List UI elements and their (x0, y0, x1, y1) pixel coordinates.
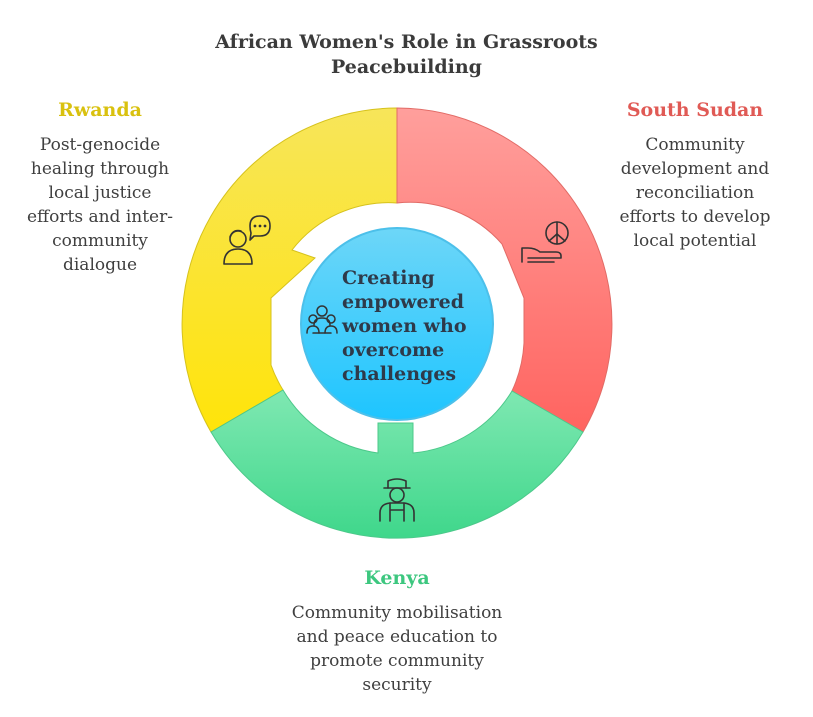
kenya-line-2: and peace education to (296, 627, 498, 647)
rwanda-heading: Rwanda (58, 99, 142, 121)
kenya-line-4: security (362, 675, 432, 695)
rwanda-line-4: efforts and inter- (27, 207, 173, 227)
rwanda-line-6: dialogue (62, 255, 138, 275)
center-line-1: Creating (342, 267, 435, 289)
center-line-3: women who (342, 315, 467, 337)
farmer-woman-icon (379, 478, 415, 522)
kenya-line-3: promote community (310, 651, 484, 671)
south-sudan-description: Community development and reconciliation… (605, 133, 785, 253)
center-line-4: overcome (342, 339, 445, 361)
south-sudan-line-3: reconciliation (635, 183, 755, 203)
rwanda-line-2: healing through (30, 159, 170, 179)
segment-south-sudan (396, 107, 613, 433)
peace-hand-icon (521, 221, 569, 263)
south-sudan-line-2: development and (620, 159, 770, 179)
kenya-line-1: Community mobilisation (291, 603, 503, 623)
woman-speech-bubble-icon (223, 215, 271, 265)
title-line-2: Peacebuilding (331, 56, 482, 78)
south-sudan-line-5: local potential (633, 231, 757, 251)
kenya-heading: Kenya (364, 567, 430, 589)
rwanda-line-1: Post-genocide (39, 135, 161, 155)
south-sudan-line-1: Community (645, 135, 745, 155)
rwanda-description: Post-genocide healing through local just… (10, 133, 190, 277)
title-line-1: African Women's Role in Grassroots (215, 31, 598, 53)
rwanda-line-3: local justice (48, 183, 152, 203)
south-sudan-line-4: efforts to develop (619, 207, 771, 227)
women-group-icon (306, 305, 338, 334)
center-label: Creating empowered women who overcome ch… (342, 266, 482, 386)
segment-rwanda (181, 107, 398, 433)
kenya-description: Community mobilisation and peace educati… (267, 601, 527, 697)
center-line-2: empowered (342, 291, 464, 313)
center-line-5: challenges (342, 363, 457, 385)
segment-kenya (210, 389, 584, 539)
south-sudan-heading: South Sudan (626, 99, 764, 121)
center-circle (300, 227, 494, 421)
diagram-title: African Women's Role in Grassroots Peace… (0, 30, 813, 80)
rwanda-line-5: community (52, 231, 148, 251)
